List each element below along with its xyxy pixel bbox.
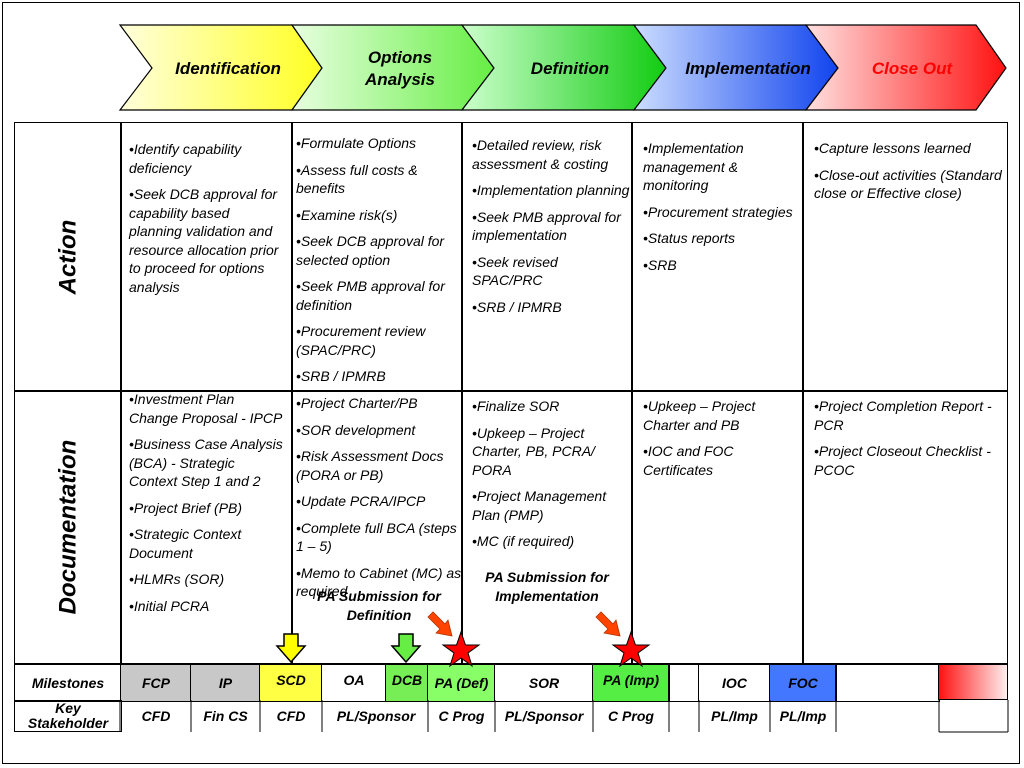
bullet-item: •Procurement strategies <box>643 203 793 220</box>
bullet-item: •Detailed review, risk assessment & cost… <box>472 137 609 172</box>
phase-chevron-close-out <box>804 24 1007 111</box>
bullet-item: •Update PCRA/IPCP <box>296 493 426 509</box>
phase-chevrons <box>118 24 1007 111</box>
doc-close-out-cell <box>802 390 1008 664</box>
bullet-item: •Memo to Cabinet (MC) as required <box>296 564 462 600</box>
doc-definition-cell <box>461 390 633 664</box>
bullet-item: •Project Charter/PB <box>296 395 418 411</box>
milestone-oa: OA <box>321 664 387 702</box>
bullet-item: •Upkeep – Project Charter and PB <box>643 398 756 433</box>
action-close-out-cell <box>802 122 1008 392</box>
phase-label-identification: Identification <box>175 59 281 78</box>
row-header-action: Action <box>53 219 81 295</box>
milestone-blank-1 <box>668 664 700 702</box>
bullet-item: •SOR development <box>296 421 416 438</box>
doc-identification-list: •Investment Plan Change Proposal - IPCP •… <box>129 390 284 623</box>
phase-label-definition: Definition <box>530 59 610 78</box>
doc-implementation-cell <box>631 390 804 664</box>
bullet-item: •Complete full BCA (steps 1 – 5) <box>296 519 457 555</box>
milestone-pa-def: PA (Def) <box>427 664 496 702</box>
bullet-item: •Risk Assessment Docs (PORA or PB) <box>296 448 444 483</box>
doc-close-out-list: •Project Completion Report -PCR •Project … <box>814 397 999 487</box>
bullet-item: •SRB / IPMRB <box>296 368 386 384</box>
action-definition-cell <box>461 122 633 392</box>
stakeholder-c-prog-2: C Prog <box>608 708 654 724</box>
bullet-item: •Assess full costs & benefits <box>296 161 418 197</box>
bullet-item: •Seek PMB approval for implementation <box>472 208 621 244</box>
bullet-item: •Capture lessons learned <box>814 140 971 156</box>
doc-options-list: •Project Charter/PB •SOR development •Risk… <box>296 394 464 609</box>
bullet-item: •Project Completion Report -PCR <box>814 398 992 433</box>
stakeholder-pl-imp-2: PL/Imp <box>779 708 827 724</box>
action-implementation-list: •Implementation management & monitoring •… <box>643 139 798 282</box>
key-stakeholder-label: Key Stakeholder <box>14 700 122 732</box>
action-header-cell <box>14 122 122 392</box>
milestone-foc: FOC <box>769 664 837 702</box>
stakeholder-cfd-2: CFD <box>276 708 306 724</box>
milestone-close-out-swatch <box>938 664 1008 700</box>
bullet-item: •Initial PCRA <box>129 597 210 614</box>
action-options-list: •Formulate Options •Assess full costs & b… <box>296 134 461 394</box>
milestone-pa-imp: PA (Imp) <box>592 664 670 702</box>
action-options-cell <box>291 122 463 392</box>
milestone-blank-2 <box>835 664 940 702</box>
phase-label-options-analysis: Options Analysis <box>365 48 435 89</box>
stakeholder-fin-cs: Fin CS <box>203 708 248 724</box>
doc-definition-submission: PA Submission for Implementation <box>485 569 609 604</box>
bullet-item: •Finalize SOR <box>472 398 560 414</box>
bullet-item: •Project Management Plan (PMP) <box>472 488 607 523</box>
bullet-item: •Business Case Analysis (BCA) - Strategi… <box>129 436 283 489</box>
action-definition-list: •Detailed review, risk assessment & cost… <box>472 136 630 324</box>
bullet-item: •MC (if required) <box>472 533 575 549</box>
bullet-item: •Formulate Options <box>296 135 417 151</box>
doc-definition-list: •Finalize SOR •Upkeep – Project Charter, … <box>472 397 630 559</box>
milestone-sor: SOR <box>494 664 594 702</box>
bullet-item: •Seek DCB approval for selected option <box>296 233 445 268</box>
milestone-dcb: DCB <box>385 664 429 702</box>
bullet-item: •Seek revised SPAC/PRC <box>472 253 558 289</box>
bullet-item: •Seek DCB approval for capability based … <box>129 186 279 295</box>
milestone-ip: IP <box>190 664 261 702</box>
bullet-item: •Implementation planning <box>472 182 630 198</box>
bullet-item: •Investment Plan Change Proposal - IPCP <box>129 391 283 426</box>
doc-options-cell <box>291 390 463 664</box>
action-identification-cell <box>120 122 293 392</box>
stakeholder-c-prog: C Prog <box>438 708 485 724</box>
row-header-documentation: Documentation <box>54 439 82 615</box>
stakeholder-pl-sponsor-2: PL/Sponsor <box>504 708 584 724</box>
documentation-header-cell <box>14 390 122 664</box>
doc-identification-cell <box>120 390 293 664</box>
bullet-item: •Project Closeout Checklist - PCOC <box>814 443 991 478</box>
phase-label-close-out: Close Out <box>871 59 953 78</box>
bullet-item: •Project Brief (PB) <box>129 499 243 516</box>
bullet-item: •Strategic Context Document <box>129 526 242 561</box>
action-implementation-cell <box>631 122 804 392</box>
bullet-item: •Close-out activities (Standard close or… <box>814 166 1002 202</box>
bullet-item: •HLMRs (SOR) <box>129 571 225 587</box>
action-close-out-list: •Capture lessons learned •Close-out activ… <box>814 139 1004 211</box>
milestone-fcp: FCP <box>120 664 192 702</box>
milestone-ioc: IOC <box>698 664 771 702</box>
bullet-item: •Status reports <box>643 230 736 246</box>
bullet-item: •Upkeep – Project Charter, PB, PCRA/ POR… <box>472 424 595 478</box>
milestone-scd: SCD <box>259 664 323 702</box>
bullet-item: •Examine risk(s) <box>296 206 398 223</box>
bullet-item: •Procurement review (SPAC/PRC) <box>296 323 426 358</box>
action-identification-list: •Identify capability deficiency •Seek DCB… <box>129 140 284 304</box>
stakeholder-cfd: CFD <box>141 708 171 724</box>
bullet-item: •Implementation management & monitoring <box>643 140 744 193</box>
phase-label-implementation: Implementation <box>685 59 811 78</box>
stakeholder-pl-sponsor: PL/Sponsor <box>336 708 416 724</box>
bullet-item: •Identify capability deficiency <box>129 141 242 176</box>
bullet-item: •IOC and FOC Certificates <box>643 443 734 478</box>
milestones-label: Milestones <box>14 664 122 702</box>
doc-options-submission: PA Submission for Definition <box>317 588 441 623</box>
bullet-item: •SRB / IPMRB <box>472 298 562 315</box>
bullet-item: •Seek PMB approval for definition <box>296 278 445 313</box>
doc-implementation-list: •Upkeep – Project Charter and PB •IOC and… <box>643 397 798 487</box>
stakeholder-pl-imp: PL/Imp <box>711 708 758 724</box>
bullet-item: •SRB <box>643 256 677 273</box>
